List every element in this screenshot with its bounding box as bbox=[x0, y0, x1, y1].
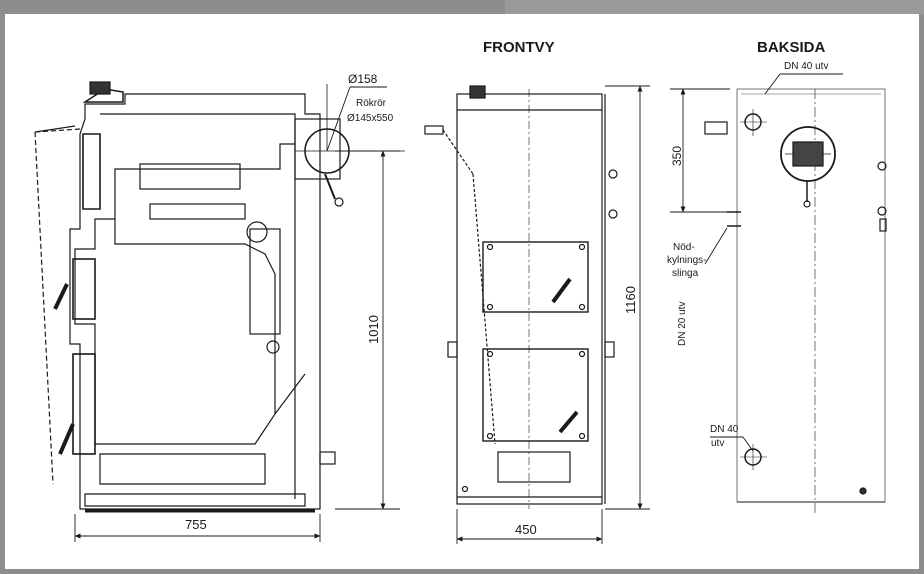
front-upper-door bbox=[482, 241, 589, 313]
side-body-outline bbox=[69, 93, 321, 510]
back-bottom-connection-line2: utv bbox=[711, 438, 724, 449]
top-bar-left bbox=[0, 0, 505, 14]
back-side-fitting-2 bbox=[877, 206, 887, 216]
technical-drawing: Ø158 Rökrör Ø145x550 1010 755 FRONTVY bbox=[34, 39, 887, 544]
front-dimensions bbox=[456, 85, 650, 544]
side-center-mark-1 bbox=[246, 221, 268, 243]
side-handle-upper bbox=[53, 283, 69, 310]
front-side-stub-left bbox=[447, 341, 458, 358]
side-width-label: 755 bbox=[185, 517, 207, 532]
side-open-door-dashed bbox=[34, 128, 81, 485]
back-emergency-label-line1: Nöd- bbox=[673, 242, 695, 253]
top-bar-right bbox=[505, 0, 924, 14]
side-flue-box bbox=[139, 163, 241, 190]
back-dim-label: 350 bbox=[670, 146, 684, 166]
side-center-mark-2 bbox=[266, 340, 280, 354]
front-upper-handle bbox=[551, 277, 572, 304]
side-dimensions bbox=[74, 86, 400, 542]
front-body bbox=[456, 93, 603, 505]
front-knob-2 bbox=[608, 209, 618, 219]
side-flue-label-line1: Rökrör bbox=[356, 98, 387, 109]
side-diameter-leader bbox=[326, 86, 351, 152]
side-handle-lower bbox=[58, 423, 75, 455]
side-top-cap bbox=[89, 81, 111, 95]
back-sensor bbox=[704, 121, 728, 135]
side-ash-door bbox=[72, 353, 96, 455]
front-lower-door bbox=[482, 348, 589, 442]
side-baffle bbox=[149, 203, 246, 220]
back-flue-damper bbox=[780, 126, 836, 182]
back-heading: BAKSIDA bbox=[757, 39, 826, 56]
side-inner-tube bbox=[249, 228, 281, 335]
side-flue-label-line2: Ø145x550 bbox=[347, 113, 394, 124]
front-top-lid bbox=[469, 85, 486, 99]
side-bottom-tray bbox=[84, 493, 306, 507]
front-knob-1 bbox=[608, 169, 618, 179]
front-lower-handle bbox=[558, 410, 579, 434]
front-sensor-wire bbox=[442, 129, 474, 175]
front-view bbox=[424, 85, 618, 509]
side-door-rod bbox=[34, 125, 76, 133]
back-view bbox=[704, 88, 887, 514]
front-heading: FRONTVY bbox=[483, 39, 555, 56]
back-side-fitting-1 bbox=[877, 161, 887, 171]
front-sensor bbox=[424, 125, 444, 135]
front-dashed-line bbox=[472, 173, 496, 445]
back-emergency-label-line3: slinga bbox=[672, 268, 699, 279]
back-top-connection-label: DN 40 utv bbox=[784, 61, 828, 72]
side-lower-hatch bbox=[72, 258, 96, 320]
back-damper-blade bbox=[792, 141, 824, 167]
front-ash-door bbox=[497, 451, 571, 483]
side-view bbox=[34, 81, 405, 513]
side-flue-handle bbox=[324, 173, 336, 200]
drawing-sheet bbox=[5, 14, 919, 569]
side-flue-pipe-housing bbox=[294, 118, 341, 180]
side-outlet-stub bbox=[319, 451, 336, 465]
back-bottom-connection-line1: DN 40 bbox=[710, 424, 739, 435]
side-flue-knob bbox=[334, 197, 344, 207]
side-ash-pan bbox=[99, 453, 266, 485]
side-slanted-plate bbox=[274, 373, 306, 415]
back-emergency-label-line2: kylnings- bbox=[667, 255, 706, 266]
back-dn20-label: DN 20 utv bbox=[677, 302, 688, 346]
back-top-leader bbox=[764, 73, 781, 95]
side-inner-chamber bbox=[74, 113, 296, 445]
side-upper-door bbox=[82, 133, 101, 210]
front-width-label: 450 bbox=[515, 522, 537, 537]
side-diameter-label: Ø158 bbox=[348, 72, 378, 86]
back-dn20-leader bbox=[704, 227, 728, 265]
front-height-label: 1160 bbox=[623, 286, 638, 314]
side-height-label: 1010 bbox=[366, 315, 381, 344]
front-side-stub-right bbox=[604, 341, 615, 358]
back-dimensions bbox=[670, 73, 843, 452]
